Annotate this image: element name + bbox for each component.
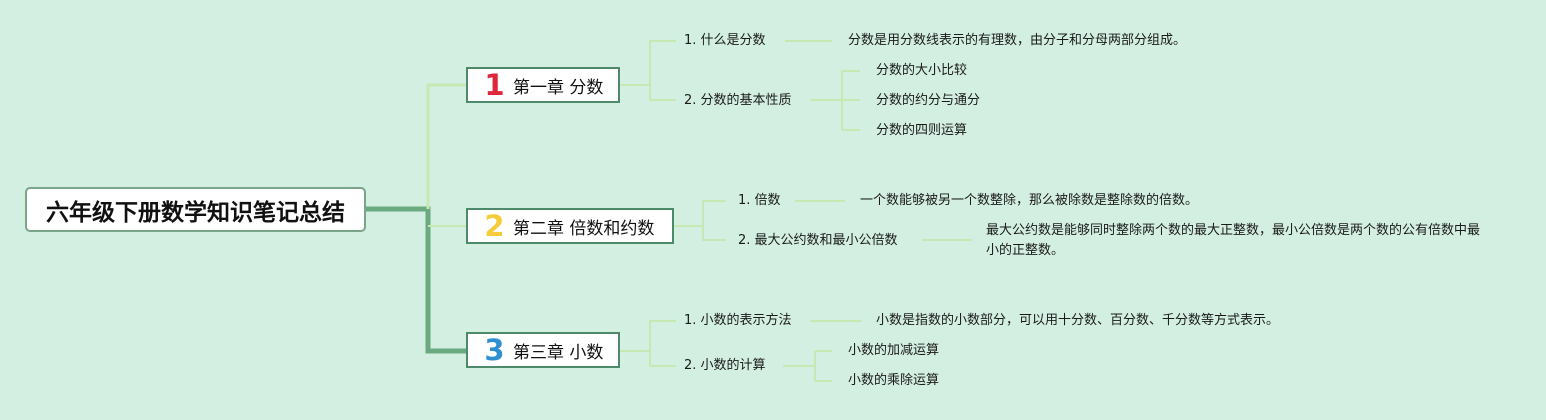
topic-what-is-fraction[interactable]: 1. 什么是分数 bbox=[684, 33, 766, 48]
detail-decimal-add-sub[interactable]: 小数的加减运算 bbox=[848, 343, 940, 358]
chapter-label-1: 第一章 分数 bbox=[513, 77, 604, 98]
chapter-node-2[interactable]: 2 第二章 倍数和约数 bbox=[466, 208, 674, 244]
chapter-label-2: 第二章 倍数和约数 bbox=[513, 218, 655, 239]
detail-fraction-arithmetic[interactable]: 分数的四则运算 bbox=[876, 123, 968, 138]
chapter-number-3: 3 bbox=[484, 333, 505, 367]
root-topic[interactable]: 六年级下册数学知识笔记总结 bbox=[25, 187, 366, 232]
chapter-node-1[interactable]: 1 第一章 分数 bbox=[466, 67, 620, 103]
topic-decimal-notation[interactable]: 1. 小数的表示方法 bbox=[684, 313, 792, 328]
detail-fraction-compare[interactable]: 分数的大小比较 bbox=[876, 63, 968, 78]
chapter-number-1: 1 bbox=[484, 68, 505, 102]
topic-multiples[interactable]: 1. 倍数 bbox=[738, 193, 781, 208]
chapter-number-2: 2 bbox=[484, 209, 505, 243]
topic-gcd-lcm[interactable]: 2. 最大公约数和最小公倍数 bbox=[738, 233, 898, 248]
chapter-node-3[interactable]: 3 第三章 小数 bbox=[466, 332, 620, 368]
chapter-label-3: 第三章 小数 bbox=[513, 342, 604, 363]
detail-decimal-mul-div[interactable]: 小数的乘除运算 bbox=[848, 373, 940, 388]
detail-decimal-definition[interactable]: 小数是指数的小数部分，可以用十分数、百分数、千分数等方式表示。 bbox=[876, 313, 1280, 328]
detail-multiples-definition[interactable]: 一个数能够被另一个数整除，那么被除数是整除数的倍数。 bbox=[860, 193, 1199, 208]
detail-gcd-lcm-definition[interactable]: 最大公约数是能够同时整除两个数的最大正整数，最小公倍数是两个数的公有倍数中最小的… bbox=[986, 223, 1481, 258]
topic-fraction-properties[interactable]: 2. 分数的基本性质 bbox=[684, 93, 792, 108]
detail-fraction-definition[interactable]: 分数是用分数线表示的有理数，由分子和分母两部分组成。 bbox=[848, 33, 1187, 48]
topic-decimal-calculation[interactable]: 2. 小数的计算 bbox=[684, 358, 766, 373]
detail-fraction-reduce[interactable]: 分数的约分与通分 bbox=[876, 93, 981, 108]
